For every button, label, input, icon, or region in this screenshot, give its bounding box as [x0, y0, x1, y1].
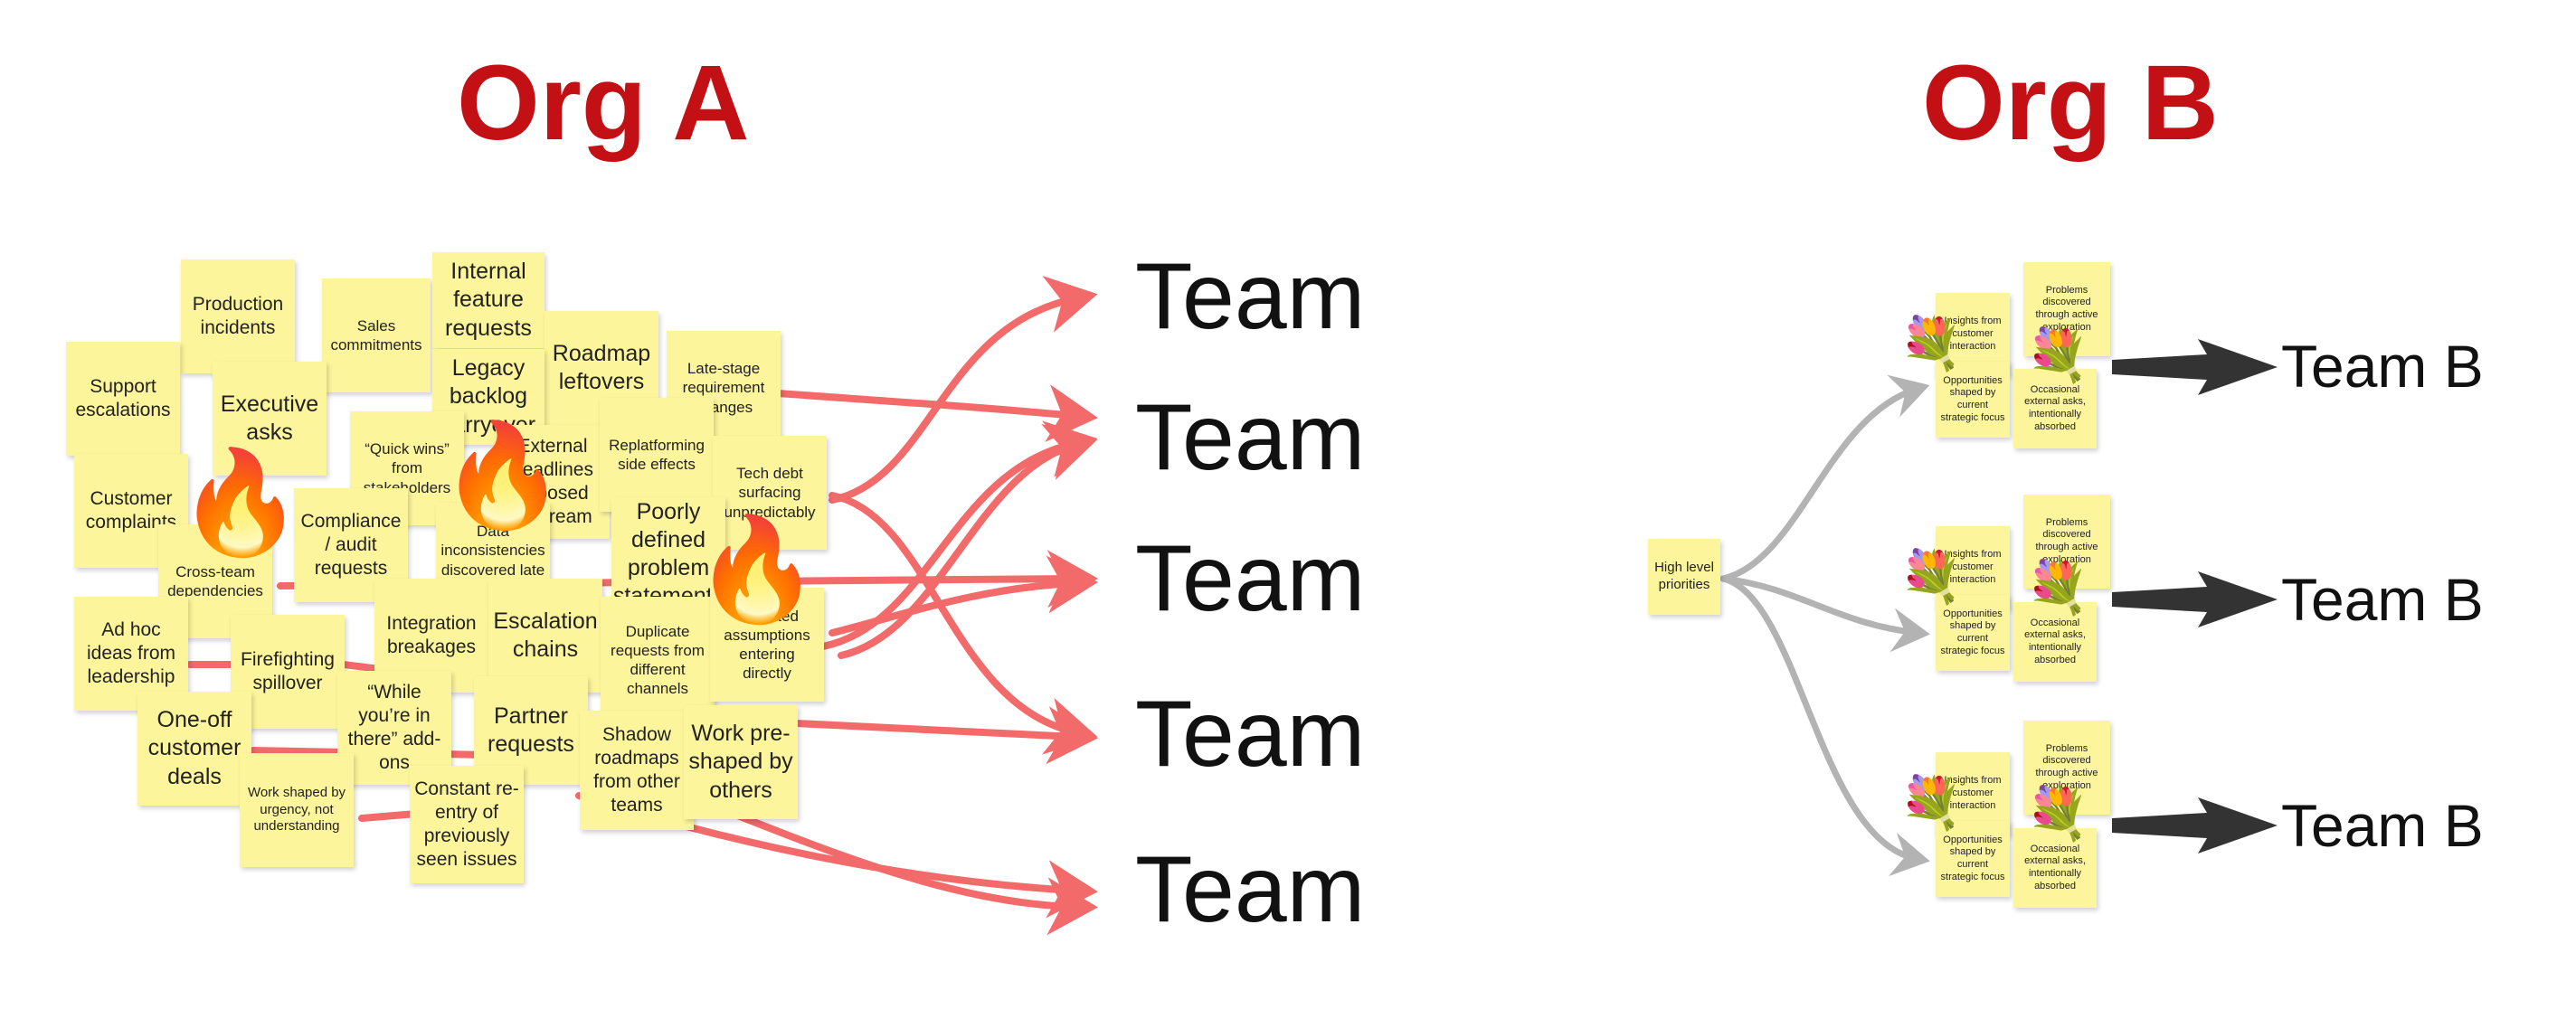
sticky-note: Work pre-shaped by others: [684, 705, 798, 819]
sticky-note: Opportunities shaped by current strategi…: [1936, 362, 2010, 438]
fire-icon: 🔥: [694, 513, 820, 626]
sticky-note: “While you’re in there” add-ons: [337, 671, 451, 785]
flower-bouquet-icon: 💐: [1899, 315, 1963, 372]
team-label: Team: [1135, 244, 1366, 349]
org-a-title: Org A: [457, 43, 750, 163]
sticky-note: Shadow roadmaps from other teams: [580, 711, 694, 830]
sticky-note: Replatforming side effects: [600, 398, 714, 512]
team-b-label: Team B: [2281, 333, 2484, 400]
sticky-note: One-off customer deals: [137, 692, 251, 806]
sticky-note: Opportunities shaped by current strategi…: [1936, 595, 2010, 671]
sticky-note: Outdated assumptions entering directly: [710, 588, 824, 702]
sticky-note: Occasional external asks, intentionally …: [2013, 369, 2097, 448]
arrow-line: [1719, 374, 1930, 582]
sticky-note: Firefighting spillover: [231, 615, 345, 729]
arrow-line: [829, 492, 1098, 755]
team-label: Team: [1135, 385, 1366, 490]
flower-bouquet-icon: 💐: [2026, 785, 2089, 842]
org-b-in-arrows: [1719, 374, 1930, 877]
sticky-note: Occasional external asks, intentionally …: [2013, 828, 2097, 908]
sticky-note: Problems discovered through active explo…: [2023, 495, 2110, 589]
arrow-line: [2112, 571, 2278, 627]
sticky-note: Poorly defined problem statements: [611, 497, 725, 611]
org-b-title: Org B: [1922, 43, 2219, 163]
sticky-note: Executive asks: [213, 362, 327, 476]
sticky-note: Partner requests: [474, 676, 588, 785]
sticky-note: Support escalations: [66, 342, 180, 456]
fire-icon: 🔥: [440, 419, 566, 532]
sticky-note: Opportunities shaped by current strategi…: [1936, 821, 2010, 897]
team-label: Team: [1135, 682, 1366, 787]
high-level-priorities-sticky: High level priorities: [1648, 539, 1720, 615]
sticky-note: Constant re-entry of previously seen iss…: [410, 766, 524, 883]
sticky-note: Work shaped by urgency, not understandin…: [240, 753, 354, 867]
arrow-line: [792, 706, 1098, 765]
arrow-line: [340, 661, 384, 673]
sticky-note: Internal feature requests: [432, 252, 545, 348]
sticky-note: Ad hoc ideas from leadership: [74, 597, 188, 711]
team-b-label: Team B: [2281, 566, 2484, 633]
sticky-note: Compliance / audit requests: [294, 488, 408, 602]
arrow-line: [819, 420, 1098, 650]
arrow-line: [1719, 575, 1930, 653]
sticky-note: Duplicate requests from different channe…: [601, 597, 715, 723]
sticky-note: Tech debt surfacing unpredictably: [713, 436, 827, 550]
team-b-label: Team B: [2281, 792, 2484, 859]
team-label: Team: [1135, 837, 1366, 942]
flower-bouquet-icon: 💐: [2026, 559, 2089, 616]
sticky-note: Production incidents: [181, 259, 295, 373]
sticky-note: Escalation chains: [488, 579, 602, 693]
arrow-line: [838, 423, 1098, 659]
arrow-line: [829, 555, 1098, 637]
arrow-line: [2112, 797, 2278, 854]
org-b-out-arrows: [2112, 339, 2278, 854]
sticky-note: Problems discovered through active explo…: [2023, 262, 2110, 356]
fire-icon: 🔥: [177, 446, 304, 559]
sticky-note: Late-stage requirement changes: [667, 331, 781, 445]
arrow-line: [358, 810, 420, 822]
sticky-note: Occasional external asks, intentionally …: [2013, 602, 2097, 682]
team-label: Team: [1135, 526, 1366, 631]
arrow-line: [774, 384, 1098, 442]
arrow-line: [1719, 575, 1930, 877]
flower-bouquet-icon: 💐: [2026, 326, 2089, 383]
flower-bouquet-icon: 💐: [1899, 548, 1963, 605]
sticky-note: Problems discovered through active explo…: [2023, 721, 2110, 815]
arrow-line: [2112, 339, 2278, 395]
sticky-note: Sales commitments: [322, 278, 431, 392]
flower-bouquet-icon: 💐: [1899, 774, 1963, 831]
sticky-note: Customer complaints: [74, 454, 188, 568]
